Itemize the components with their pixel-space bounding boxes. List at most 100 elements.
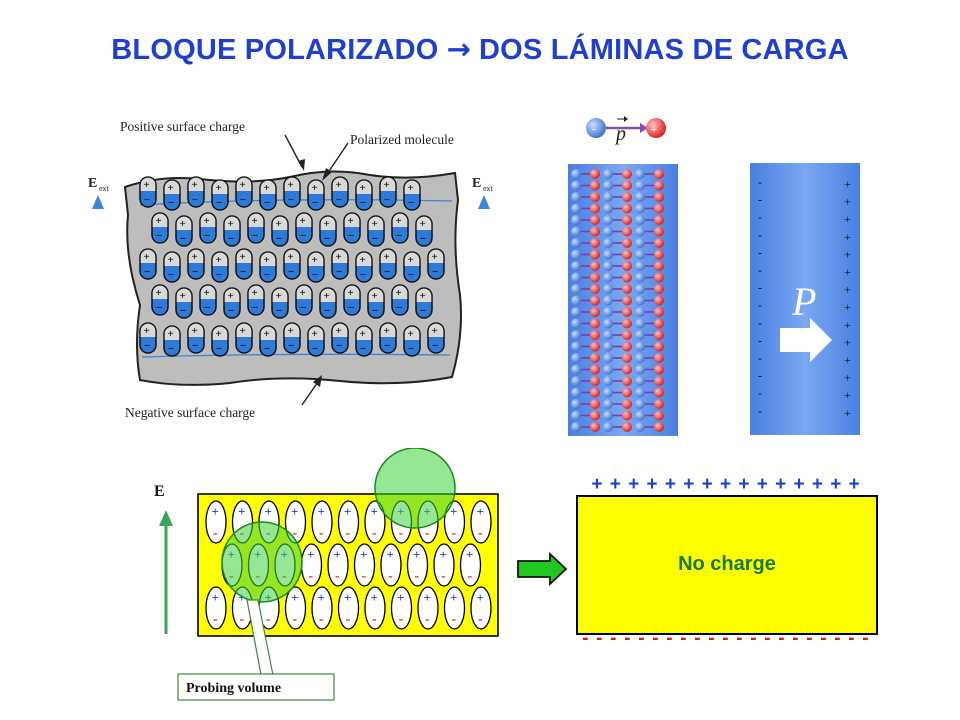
slide-title: BLOQUE POLARIZADO→DOS LÁMINAS DE CARGA	[0, 32, 960, 67]
plus-sign: +	[288, 251, 294, 263]
dipole	[571, 364, 600, 375]
molecule-ellipse: +-	[470, 500, 492, 544]
bottom-charge-sheet: - - - - - - - - - - - - - - - - - - - - …	[582, 628, 870, 649]
ellipse-plus: +	[466, 547, 473, 562]
ellipse-plus: +	[291, 504, 298, 519]
polarized-molecule: +−	[259, 179, 277, 211]
negative-charge-ball	[586, 118, 606, 138]
dipole	[635, 215, 664, 225]
polarized-molecule: +−	[151, 212, 169, 244]
ellipse-minus: -	[213, 526, 218, 541]
ellipse-plus: +	[371, 504, 378, 519]
title-right: DOS LÁMINAS DE CARGA	[479, 34, 849, 66]
molecule-ellipse: +-	[443, 500, 466, 544]
ellipse-minus: -	[452, 612, 457, 627]
plus-sign: +	[300, 287, 306, 299]
plus-sign: +	[276, 218, 282, 230]
plus-sign: +	[348, 215, 354, 227]
dipole	[603, 376, 632, 386]
minus-sign: −	[276, 233, 282, 245]
plus-sign: +	[228, 290, 234, 302]
ellipse-plus: +	[371, 590, 378, 605]
plus-sign: +	[144, 325, 150, 337]
dipole	[603, 261, 632, 271]
polarized-molecule: +−	[415, 215, 433, 247]
ellipse-plus: +	[212, 504, 219, 519]
plus-sign: +	[384, 251, 390, 263]
dipole	[571, 249, 600, 260]
polarized-molecule: +−	[307, 179, 325, 211]
polarized-molecule: +−	[367, 215, 385, 247]
probing-volume-inside	[221, 521, 303, 603]
minus-sign: −	[348, 230, 354, 242]
surface-minus: -	[758, 404, 762, 418]
dipole	[571, 410, 600, 421]
polarized-molecule: +−	[307, 325, 325, 357]
minus-sign: −	[408, 197, 414, 209]
minus-sign: −	[264, 343, 270, 355]
polarized-molecule: +−	[379, 248, 397, 280]
minus-sign: −	[252, 230, 258, 242]
plus-sign: +	[384, 179, 390, 191]
dipole-column-figure: - + p	[568, 116, 678, 436]
dipole	[571, 422, 600, 432]
polarized-molecule: +−	[295, 212, 313, 244]
plus-sign: +	[408, 328, 414, 340]
dipole	[635, 169, 664, 179]
dipole	[571, 215, 600, 225]
plus-sign: +	[240, 325, 246, 337]
surface-plus: +	[844, 265, 851, 279]
ellipse-plus: +	[387, 547, 394, 562]
plus-sign: +	[312, 182, 318, 194]
plus-sign: +	[240, 179, 246, 191]
polarized-molecule: +−	[175, 287, 193, 319]
dipole	[603, 284, 632, 294]
dipole	[635, 330, 664, 340]
minus-sign: −	[144, 194, 150, 206]
dipole	[635, 353, 664, 363]
dipole-moment-legend: - + p	[586, 116, 666, 145]
polarized-molecule: +−	[223, 215, 241, 247]
surface-minus: -	[758, 298, 762, 312]
plus-sign: +	[336, 251, 342, 263]
polarized-molecule: +−	[151, 284, 169, 316]
surface-plus: +	[844, 230, 851, 244]
polarized-molecule: +−	[355, 251, 373, 283]
ellipse-minus: -	[399, 526, 404, 541]
surface-plus: +	[844, 371, 851, 385]
polarized-molecule: +−	[163, 325, 181, 357]
ellipse-minus: -	[441, 569, 446, 584]
dipole	[635, 295, 664, 306]
molecule-ellipse: +-	[311, 500, 333, 544]
surface-plus: +	[844, 212, 851, 226]
plus-sign: +	[312, 328, 318, 340]
plus-sign: +	[252, 287, 258, 299]
surface-minus: -	[758, 263, 762, 277]
surface-plus: +	[844, 335, 851, 349]
plus-sign: +	[408, 254, 414, 266]
field-label-right: E	[472, 176, 481, 191]
minus-sign: −	[228, 233, 234, 245]
minus-sign: −	[264, 197, 270, 209]
minus-sign: −	[168, 269, 174, 281]
neutral-slab: No charge	[576, 495, 878, 635]
dipole	[571, 376, 600, 386]
polarized-molecule: +−	[235, 322, 253, 354]
plus-sign: +	[168, 254, 174, 266]
surface-minus: -	[758, 351, 762, 365]
dipole	[603, 341, 632, 352]
dipole	[635, 422, 664, 432]
dipole	[571, 307, 600, 317]
molecule-ellipse: +-	[337, 586, 360, 630]
dipole	[603, 295, 632, 306]
polarized-molecule: +−	[187, 176, 205, 208]
minus-sign: −	[312, 269, 318, 281]
field-arrow-e	[159, 510, 173, 634]
ellipse-minus: -	[293, 526, 298, 541]
plus-sign: +	[432, 251, 438, 263]
ellipse-plus: +	[212, 590, 219, 605]
minus-sign: −	[180, 305, 186, 317]
minus-sign: −	[372, 305, 378, 317]
molecule-ellipse: +-	[205, 586, 227, 630]
dipole	[603, 249, 632, 260]
